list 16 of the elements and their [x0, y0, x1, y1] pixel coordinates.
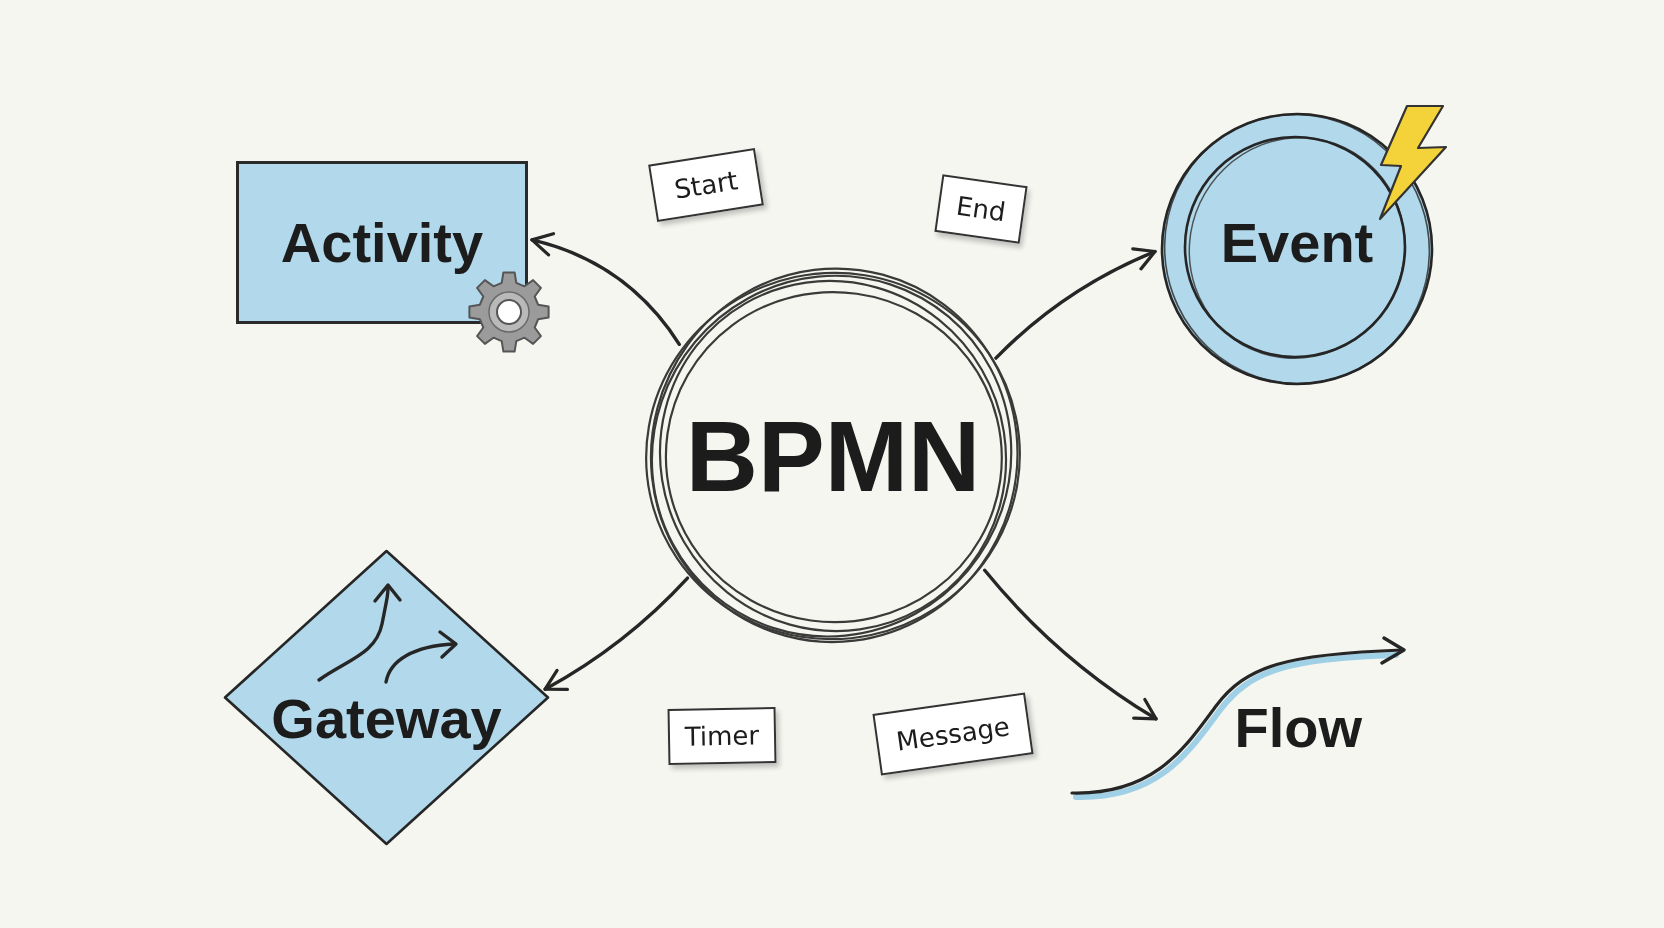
curved-arrow — [543, 576, 690, 691]
center-title: BPMN — [685, 406, 981, 506]
tag-label: End — [954, 192, 1008, 226]
tag-label: Start — [672, 167, 740, 203]
event-circle — [1159, 111, 1435, 387]
curved-arrow — [983, 568, 1158, 721]
gateway-diamond — [223, 549, 550, 846]
curved-arrow — [530, 232, 681, 346]
event-label: Event — [1220, 215, 1374, 271]
curved-arrow — [994, 247, 1157, 360]
tag-label: Timer — [684, 722, 760, 750]
task-rectangle — [236, 161, 528, 324]
flow-label: Flow — [1160, 700, 1362, 756]
sketch-circle — [643, 266, 1023, 646]
tag-label: Message — [894, 713, 1012, 755]
tag-card — [667, 707, 777, 765]
